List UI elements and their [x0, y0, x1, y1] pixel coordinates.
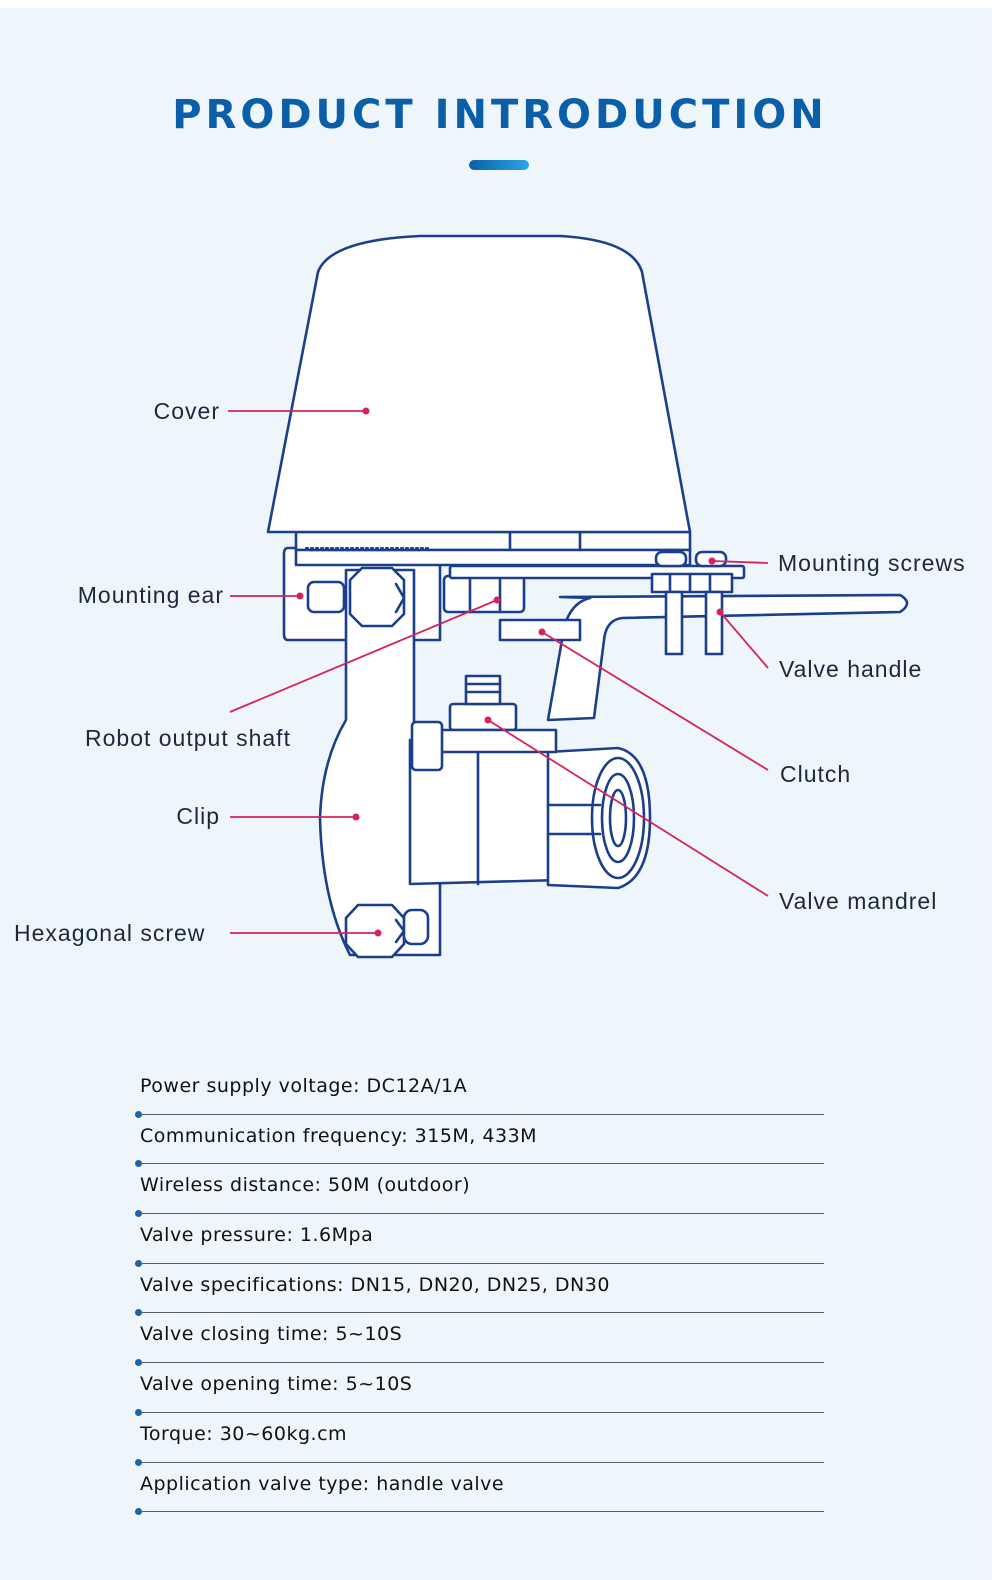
valve-port — [590, 756, 646, 880]
bullet-dot-icon — [135, 1309, 142, 1317]
spec-text: Torque: 30~60kg.cm — [140, 1422, 348, 1445]
label-clutch: Clutch — [780, 761, 852, 787]
spec-divider — [142, 1511, 824, 1513]
spec-item: Application valve type: handle valve — [135, 1463, 824, 1516]
spec-text: Wireless distance: 50M (outdoor) — [140, 1174, 471, 1197]
spec-text: Application valve type: handle valve — [140, 1472, 505, 1495]
spec-divider — [142, 1411, 824, 1413]
label-cover: Cover — [153, 398, 220, 424]
actuator-base — [294, 530, 692, 552]
spec-text: Valve opening time: 5~10S — [140, 1373, 413, 1396]
spec-text: Valve pressure: 1.6Mpa — [140, 1224, 374, 1247]
spec-item: Valve closing time: 5~10S — [135, 1313, 824, 1367]
bullet-dot-icon — [135, 1508, 142, 1516]
spec-text: Power supply voltage: DC12A/1A — [140, 1075, 468, 1097]
title-underline — [469, 160, 529, 170]
spec-item: Valve specifications: DN15, DN20, DN25, … — [135, 1264, 824, 1317]
spec-divider — [142, 1213, 824, 1215]
bullet-dot-icon — [135, 1210, 142, 1218]
handle-arm — [546, 593, 909, 722]
spec-list: Power supply voltage: DC12A/1A Communica… — [135, 1065, 824, 1516]
spec-item: Torque: 30~60kg.cm — [135, 1413, 824, 1466]
label-mounting-ear: Mounting ear — [77, 582, 224, 608]
valve-mandrel — [448, 702, 518, 732]
spec-divider — [142, 1461, 824, 1463]
bullet-dot-icon — [135, 1259, 142, 1267]
bottom-hex-screw — [344, 903, 406, 959]
valve-manipulator-diagram — [228, 234, 909, 959]
spec-divider — [142, 1262, 824, 1264]
label-robot-output-shaft: Robot output shaft — [85, 725, 291, 751]
spec-divider — [142, 1312, 824, 1314]
bullet-dot-icon — [135, 1359, 142, 1367]
label-valve-mandrel: Valve mandrel — [779, 888, 938, 914]
page-title: PRODUCT INTRODUCTION — [172, 92, 828, 138]
ear-hex-nut — [348, 566, 406, 628]
spec-item: Valve pressure: 1.6Mpa — [135, 1214, 824, 1267]
label-valve-handle: Valve handle — [779, 656, 923, 682]
spec-item: Valve opening time: 5~10S — [135, 1363, 824, 1416]
spec-text: Valve closing time: 5~10S — [140, 1323, 403, 1346]
bullet-dot-icon — [135, 1160, 142, 1168]
output-shaft — [442, 574, 526, 614]
spec-text: Communication frequency: 315M, 433M — [140, 1124, 538, 1147]
spec-text: Valve specifications: DN15, DN20, DN25, … — [140, 1273, 610, 1296]
spec-divider — [142, 1362, 824, 1364]
label-mounting-screws: Mounting screws — [778, 550, 966, 576]
spec-item: Power supply voltage: DC12A/1A — [135, 1065, 824, 1118]
spec-item: Communication frequency: 315M, 433M — [135, 1115, 824, 1168]
spec-item: Wireless distance: 50M (outdoor) — [135, 1164, 824, 1218]
bullet-dot-icon — [135, 1458, 142, 1466]
bullet-dot-icon — [135, 1110, 142, 1118]
bullet-dot-icon — [135, 1408, 142, 1416]
label-hexagonal-screw: Hexagonal screw — [14, 920, 206, 946]
spec-divider — [142, 1113, 824, 1115]
spec-divider — [142, 1163, 824, 1165]
label-clip: Clip — [176, 803, 220, 829]
cover — [266, 234, 692, 534]
